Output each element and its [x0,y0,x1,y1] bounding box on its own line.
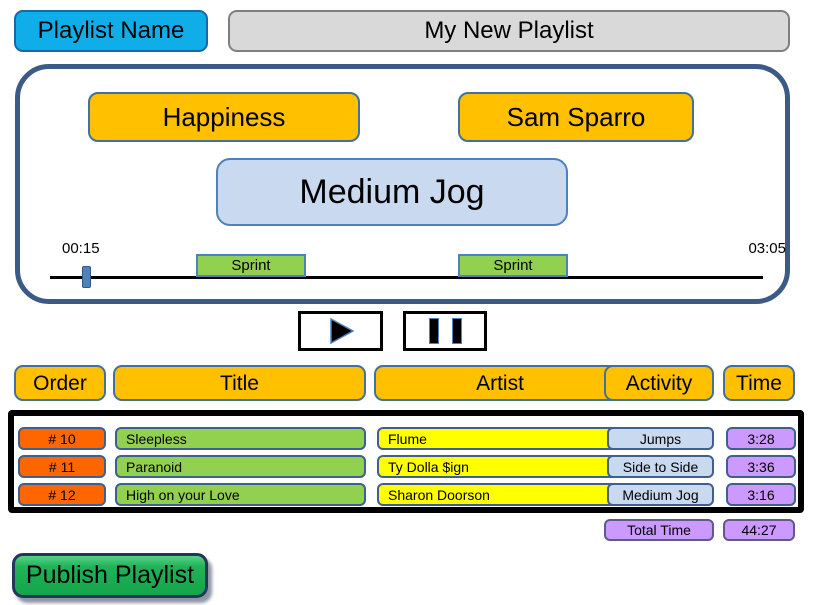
pause-icon [451,318,462,344]
song-title-button[interactable]: Happiness [88,92,360,142]
column-header-order[interactable]: Order [14,365,106,401]
row-artist-cell[interactable]: Flume [377,427,627,450]
row-title-cell[interactable]: Sleepless [115,427,366,450]
play-button[interactable] [298,311,383,351]
row-title-cell[interactable]: High on your Love [115,483,366,506]
playhead-handle[interactable] [82,266,91,288]
total-time-value: 44:27 [723,519,795,541]
playlist-name-button[interactable]: Playlist Name [14,10,208,52]
elapsed-time-label: 00:15 [62,240,100,257]
publish-playlist-button[interactable]: Publish Playlist [12,553,208,598]
timeline-track[interactable] [50,276,763,279]
pause-button[interactable] [403,311,487,351]
sprint-segment-1[interactable]: Sprint [196,254,306,277]
row-activity-cell[interactable]: Medium Jog [607,483,714,506]
row-order-cell[interactable]: # 12 [18,483,106,506]
column-header-title[interactable]: Title [113,365,366,401]
row-title-cell[interactable]: Paranoid [115,455,366,478]
sprint-segment-2[interactable]: Sprint [458,254,568,277]
row-artist-cell[interactable]: Sharon Doorson [377,483,627,506]
row-activity-cell[interactable]: Side to Side [607,455,714,478]
playlist-name-input[interactable]: My New Playlist [228,10,790,52]
column-header-time[interactable]: Time [723,365,795,401]
row-time-cell[interactable]: 3:36 [726,455,796,478]
pause-icon [428,318,439,344]
artist-button[interactable]: Sam Sparro [458,92,694,142]
row-activity-cell[interactable]: Jumps [607,427,714,450]
row-order-cell[interactable]: # 10 [18,427,106,450]
row-time-cell[interactable]: 3:16 [726,483,796,506]
column-header-artist[interactable]: Artist [374,365,626,401]
duration-label: 03:05 [748,240,786,257]
total-time-label: Total Time [604,519,714,541]
row-time-cell[interactable]: 3:28 [726,427,796,450]
column-header-activity[interactable]: Activity [604,365,714,401]
play-icon [326,316,356,346]
row-order-cell[interactable]: # 11 [18,455,106,478]
activity-button[interactable]: Medium Jog [216,158,568,226]
row-artist-cell[interactable]: Ty Dolla $ign [377,455,627,478]
